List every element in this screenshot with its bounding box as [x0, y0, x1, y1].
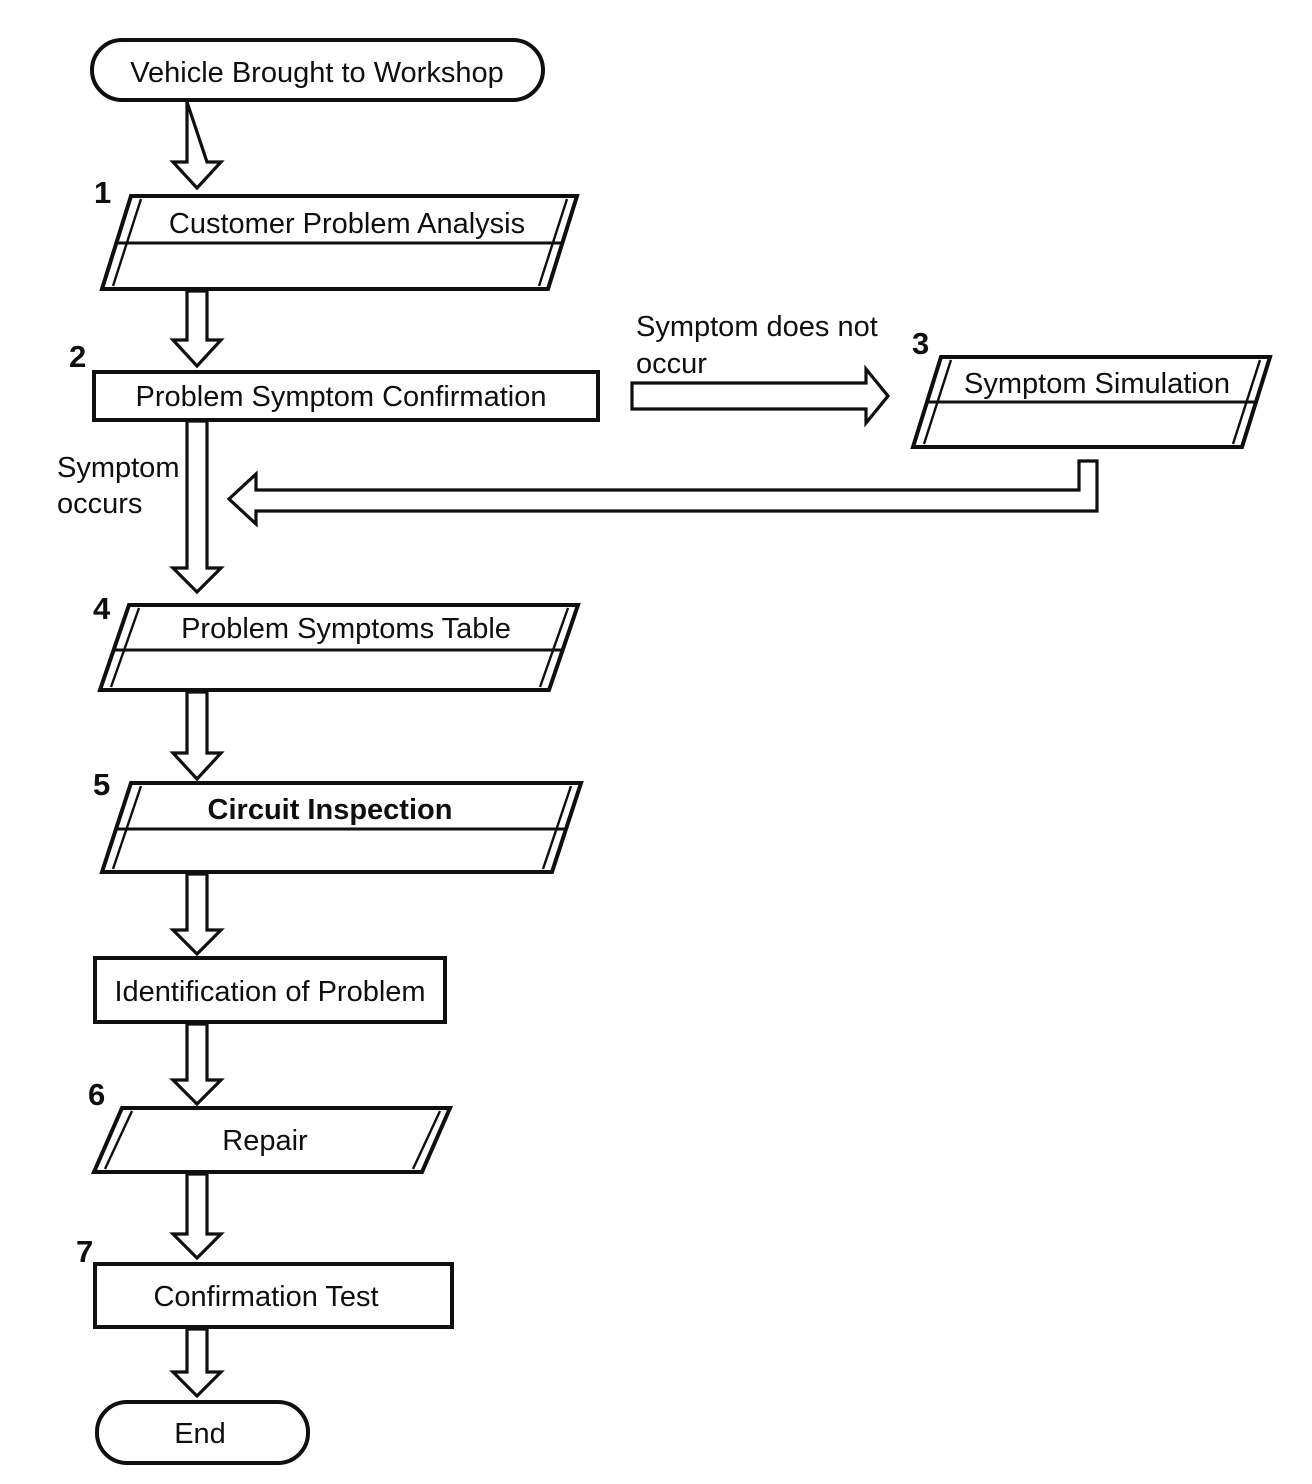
start-node: Vehicle Brought to Workshop — [90, 38, 545, 102]
node-3-label: Symptom Simulation — [964, 368, 1230, 400]
node-2-label: Problem Symptom Confirmation — [136, 381, 547, 413]
node-7-label: Confirmation Test — [153, 1281, 378, 1313]
arrow-down-5-to-identification-icon — [169, 872, 225, 957]
node-6-repair: 6 Repair — [88, 1077, 454, 1174]
arrow-down-4-to-5-icon — [169, 690, 225, 782]
node-4-right-double-line — [538, 607, 570, 688]
identification-label: Identification of Problem — [114, 976, 425, 1008]
node-1-number: 1 — [94, 175, 111, 210]
node-2-problem-symptom-confirmation: 2 Problem Symptom Confirmation — [69, 339, 600, 422]
node-1-customer-problem-analysis: 1 Customer Problem Analysis — [94, 175, 580, 291]
branch-label-occurs-line1: Symptom — [57, 452, 179, 484]
node-3-symptom-simulation: 3 Symptom Simulation — [910, 326, 1273, 449]
node-5-number: 5 — [93, 767, 110, 802]
node-5-circuit-inspection: 5 Circuit Inspection — [93, 767, 584, 874]
node-4-label: Problem Symptoms Table — [181, 613, 511, 645]
branch-label-symptom-does-not-occur: Symptom does not occur — [636, 311, 878, 380]
arrow-down-6-to-7-icon — [169, 1172, 225, 1261]
node-4-problem-symptoms-table: 4 Problem Symptoms Table — [93, 591, 581, 692]
node-6-right-double-line — [411, 1110, 442, 1170]
node-1-label: Customer Problem Analysis — [169, 208, 525, 240]
arrow-down-2-to-4-icon — [169, 419, 225, 595]
end-node-shape — [95, 1400, 310, 1465]
end-node: End — [95, 1400, 310, 1465]
node-6-shape — [90, 1106, 454, 1174]
node-4-left-double-line — [109, 607, 141, 688]
start-node-shape — [90, 38, 545, 102]
node-2-number: 2 — [69, 339, 86, 374]
branch-label-occurs-line2: occurs — [57, 488, 142, 520]
arrow-down-start-to-1-icon — [169, 101, 225, 191]
arrow-down-7-to-end-icon — [169, 1327, 225, 1399]
node-2-shape — [92, 370, 600, 422]
arrow-return-3-to-flow-icon — [226, 459, 1099, 528]
node-4-shape — [97, 603, 581, 692]
node-4-number: 4 — [93, 591, 111, 626]
arrow-right-2-to-3-icon — [630, 364, 891, 428]
node-6-label: Repair — [222, 1125, 308, 1157]
branch-label-symptom-occurs: Symptom occurs — [57, 452, 179, 520]
arrow-down-1-to-2-icon — [169, 289, 225, 369]
start-node-label: Vehicle Brought to Workshop — [130, 57, 503, 89]
branch-label-not-occur-line1: Symptom does not — [636, 311, 878, 343]
branch-label-not-occur-line2: occur — [636, 348, 707, 380]
node-5-label: Circuit Inspection — [208, 794, 453, 826]
node-7-confirmation-test: 7 Confirmation Test — [76, 1234, 454, 1329]
end-node-label: End — [174, 1418, 226, 1450]
node-identification-of-problem: Identification of Problem — [93, 956, 447, 1024]
node-7-shape — [93, 1262, 454, 1329]
node-6-left-double-line — [103, 1110, 134, 1170]
node-3-number: 3 — [912, 326, 929, 361]
node-7-number: 7 — [76, 1234, 93, 1269]
arrow-down-identification-to-6-icon — [169, 1022, 225, 1107]
identification-shape — [93, 956, 447, 1024]
node-6-number: 6 — [88, 1077, 105, 1112]
